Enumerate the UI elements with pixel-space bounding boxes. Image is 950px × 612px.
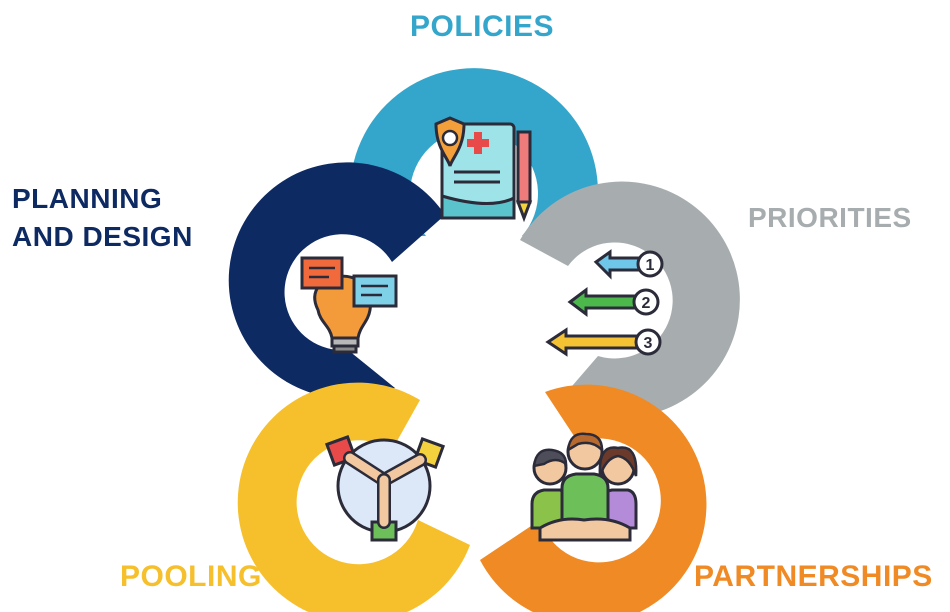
priority-number-1: 1 bbox=[646, 257, 655, 274]
planning-label-line1: PLANNING bbox=[12, 183, 163, 214]
priority-arrow-3: 3 bbox=[545, 327, 662, 357]
pooling-ring bbox=[237, 382, 470, 612]
priority-number-3: 3 bbox=[644, 335, 653, 352]
medical-document-icon bbox=[434, 116, 533, 223]
planning-ring bbox=[228, 162, 445, 399]
partnerships-ring bbox=[480, 384, 707, 612]
priority-arrow-1: 1 bbox=[593, 249, 664, 280]
partnerships-label: PARTNERSHIPS bbox=[694, 560, 933, 593]
partnerships-segment bbox=[480, 384, 707, 612]
pooling-label: POOLING bbox=[120, 560, 262, 593]
pooling-segment bbox=[237, 382, 470, 612]
priorities-ring bbox=[520, 181, 740, 418]
priorities-segment bbox=[520, 181, 740, 418]
lightbulb-ideas-icon bbox=[300, 256, 398, 354]
planning-label-line2: AND DESIGN bbox=[12, 221, 193, 252]
policies-ring bbox=[350, 68, 598, 237]
planning-segment bbox=[228, 162, 445, 399]
policies-segment bbox=[350, 68, 598, 237]
planning-and-design-label: PLANNING AND DESIGN bbox=[12, 180, 193, 256]
ranked-arrows-icon: 1 2 3 bbox=[545, 249, 664, 357]
priority-arrow-2: 2 bbox=[567, 287, 660, 317]
joined-hands-icon bbox=[324, 434, 446, 542]
policies-label: POLICIES bbox=[410, 10, 555, 43]
priorities-label: PRIORITIES bbox=[748, 202, 912, 233]
team-handshake-icon bbox=[530, 432, 638, 542]
priority-number-2: 2 bbox=[642, 295, 651, 312]
